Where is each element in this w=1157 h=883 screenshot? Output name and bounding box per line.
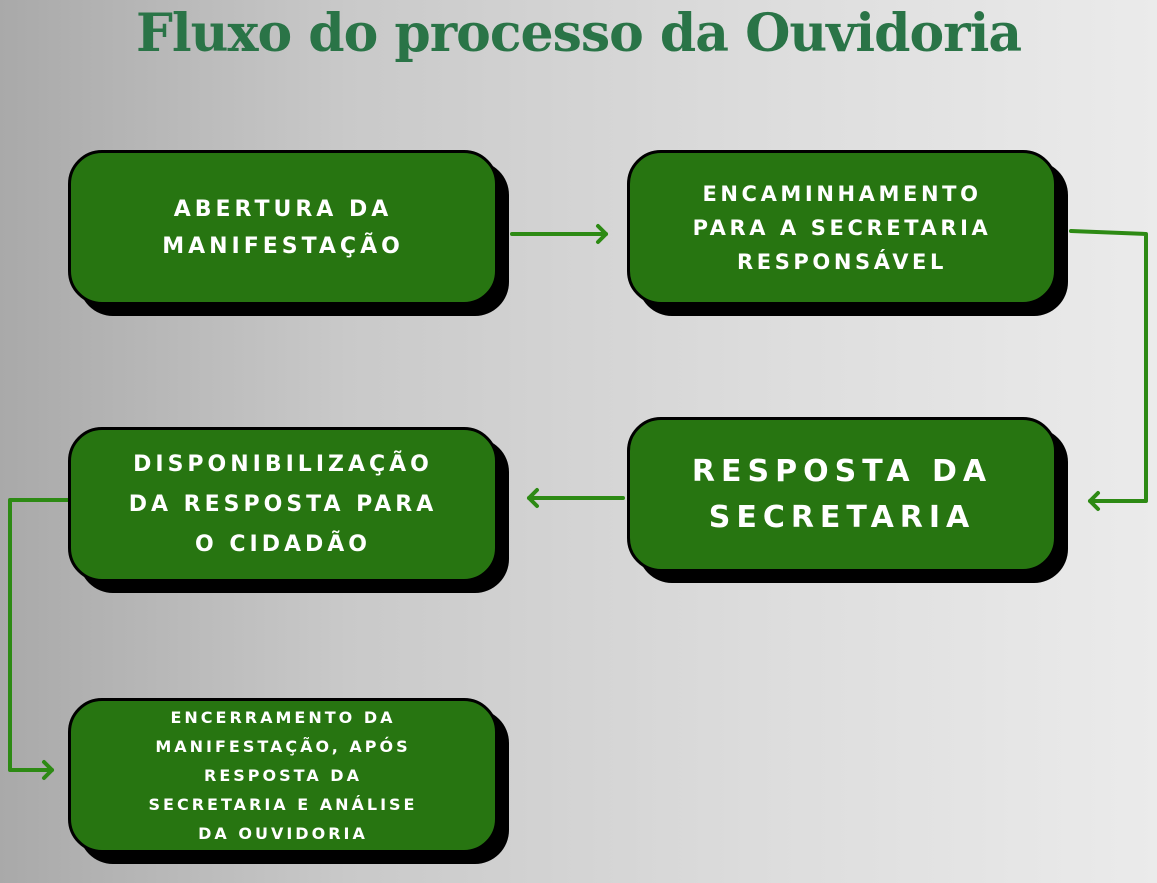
step-label-line: MANIFESTAÇÃO bbox=[162, 233, 404, 259]
step-label-line: RESPOSTA DA bbox=[691, 453, 993, 489]
step-label-line: PARA A SECRETARIA bbox=[692, 215, 992, 240]
step-label-line: ABERTURA DA bbox=[173, 196, 393, 222]
step-encaminhamento-secretaria: ENCAMINHAMENTO PARA A SECRETARIA RESPONS… bbox=[627, 150, 1068, 316]
step-label-line: MANIFESTAÇÃO, APÓS bbox=[155, 737, 411, 756]
step-label-line: ENCERRAMENTO DA bbox=[170, 708, 396, 727]
step-label-line: DA RESPOSTA PARA bbox=[128, 491, 438, 517]
step-label-line: SECRETARIA bbox=[708, 499, 976, 535]
step-label-line: RESPONSÁVEL bbox=[736, 249, 947, 274]
diagram-title: Fluxo do processo da Ouvidoria bbox=[135, 3, 1022, 64]
arrow-step3-to-step4 bbox=[527, 488, 625, 508]
step-label-line: ENCAMINHAMENTO bbox=[702, 181, 982, 206]
step-label-line: SECRETARIA E ANÁLISE bbox=[148, 795, 418, 814]
step-abertura-manifestacao: ABERTURA DA MANIFESTAÇÃO bbox=[68, 150, 509, 316]
step-resposta-secretaria: RESPOSTA DA SECRETARIA bbox=[627, 417, 1068, 583]
step-label-line: DISPONIBILIZAÇÃO bbox=[133, 451, 433, 477]
step-label-line: RESPOSTA DA bbox=[204, 766, 362, 785]
arrow-step1-to-step2 bbox=[510, 224, 608, 244]
step-encerramento-manifestacao: ENCERRAMENTO DA MANIFESTAÇÃO, APÓS RESPO… bbox=[68, 698, 509, 864]
arrow-step2-to-step3 bbox=[1069, 229, 1148, 511]
step-disponibilizacao-resposta: DISPONIBILIZAÇÃO DA RESPOSTA PARA O CIDA… bbox=[68, 427, 509, 593]
step-label-line: O CIDADÃO bbox=[195, 531, 371, 557]
arrow-step4-to-step5 bbox=[8, 498, 72, 780]
step-label-line: DA OUVIDORIA bbox=[198, 824, 368, 843]
